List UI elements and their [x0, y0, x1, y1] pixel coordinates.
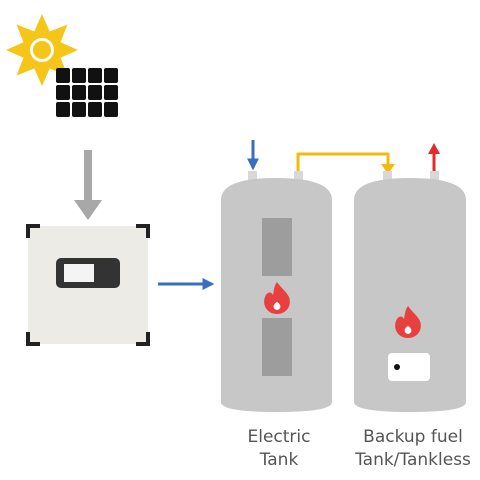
- hot-water-outlet-arrow: [428, 143, 440, 172]
- solar-cell: [72, 68, 86, 83]
- solar-cell: [88, 68, 102, 83]
- controller-box: [26, 224, 150, 346]
- electric-tank-label-line1: Electric: [248, 427, 311, 447]
- heating-element-upper: [262, 218, 292, 276]
- solar-cell: [88, 85, 102, 100]
- sun-icon: [6, 14, 78, 86]
- solar-cell: [56, 68, 70, 83]
- panel-to-controller-arrow: [74, 150, 102, 220]
- solar-cell: [104, 85, 118, 100]
- transfer-pipe: [296, 152, 395, 174]
- solar-cell: [88, 102, 102, 117]
- electric-tank-label-line2: Tank: [259, 450, 299, 470]
- backup-tank-label-line2: Tank/Tankless: [354, 450, 471, 470]
- backup-control-panel: [388, 353, 430, 381]
- flame-icon: [395, 306, 421, 338]
- solar-cell: [104, 68, 118, 83]
- electric-tank: [221, 171, 332, 412]
- backup-tank: [354, 171, 466, 412]
- solar-cell: [56, 102, 70, 117]
- solar-panel-icon: [56, 68, 118, 117]
- solar-cell: [72, 102, 86, 117]
- solar-cell: [104, 102, 118, 117]
- backup-tank-label-line1: Backup fuel: [363, 427, 463, 447]
- heating-element-lower: [262, 318, 292, 376]
- flame-icon: [264, 282, 290, 314]
- solar-cell: [56, 85, 70, 100]
- solar-cell: [72, 85, 86, 100]
